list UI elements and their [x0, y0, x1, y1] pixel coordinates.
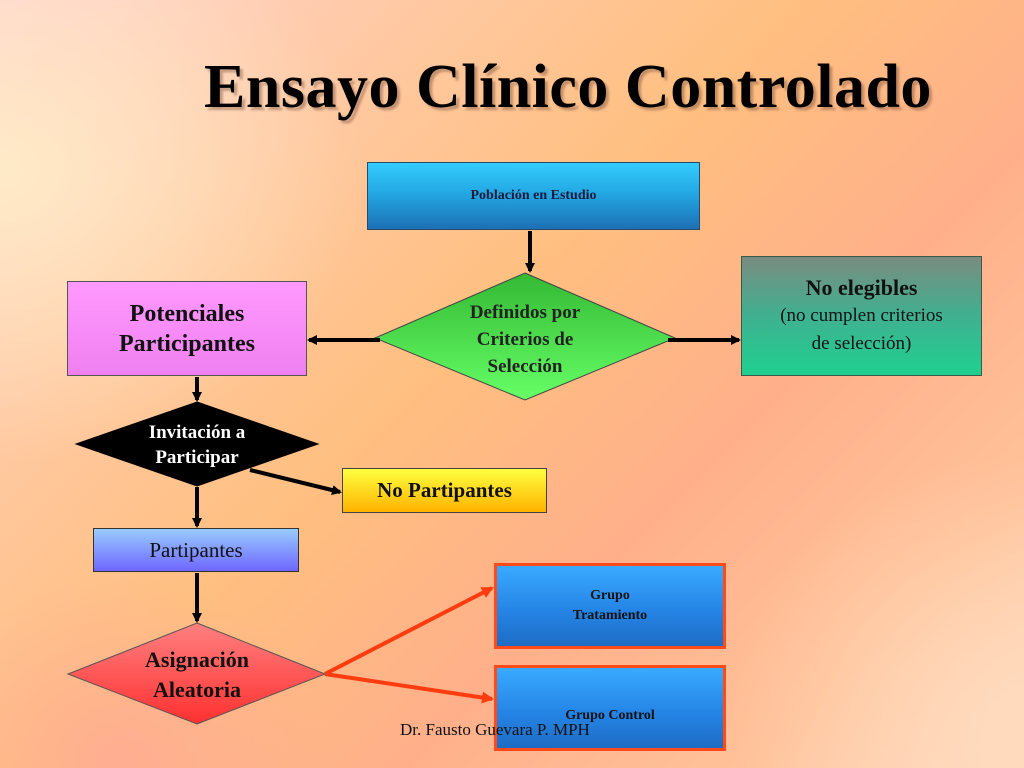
footer-author: Dr. Fausto Guevara P. MPH	[400, 720, 590, 739]
no-elegibles-line-2: de selección)	[811, 333, 912, 354]
no-participantes-label: No Partipantes	[377, 478, 512, 502]
criterios-line-3: Selección	[487, 355, 563, 377]
invitacion-line-2: Participar	[155, 447, 239, 468]
asignacion-line-2: Aleatoria	[153, 677, 241, 702]
criterios-text: Definidos por Criterios de Selección	[435, 296, 615, 382]
arrow-invitacion-nopart	[249, 468, 342, 495]
no-participantes-box: No Partipantes	[342, 468, 547, 513]
poblacion-label: Población en Estudio	[470, 188, 597, 203]
arrow-asignacion-control	[324, 672, 494, 704]
grupo-tratamiento-line-2: Tratamiento	[572, 608, 648, 623]
potenciales-line-1: Potenciales	[129, 300, 245, 327]
asignacion-diamond	[66, 622, 327, 725]
no-elegibles-box: No elegibles (no cumplen criterios de se…	[741, 256, 982, 376]
participantes-label: Partipantes	[149, 537, 243, 562]
potenciales-line-2: Participantes	[119, 330, 255, 357]
poblacion-box: Población en Estudio	[367, 162, 700, 230]
criterios-line-2: Criterios de	[476, 328, 574, 350]
criterios-line-1: Definidos por	[469, 301, 581, 323]
slide-title: Ensayo Clínico Controlado	[204, 53, 932, 121]
invitacion-text: Invitación a Participar	[112, 418, 282, 472]
no-elegibles-title: No elegibles	[805, 275, 918, 300]
no-elegibles-line-1: (no cumplen criterios	[780, 305, 943, 326]
asignacion-line-1: Asignación	[145, 647, 249, 672]
grupo-control-label: Grupo Control	[565, 708, 655, 723]
potenciales-box: Potenciales Participantes	[67, 281, 307, 376]
invitacion-line-1: Invitación a	[148, 422, 246, 443]
grupo-tratamiento-box: Grupo Tratamiento	[494, 563, 726, 649]
grupo-control-box: Grupo Control	[494, 665, 726, 751]
grupo-tratamiento-line-1: Grupo	[590, 588, 630, 603]
asignacion-text: Asignación Aleatoria	[112, 644, 282, 706]
participantes-box: Partipantes	[93, 528, 299, 572]
arrow-asignacion-tratamiento	[324, 586, 494, 676]
criterios-diamond	[373, 272, 677, 401]
invitacion-diamond	[74, 401, 320, 487]
